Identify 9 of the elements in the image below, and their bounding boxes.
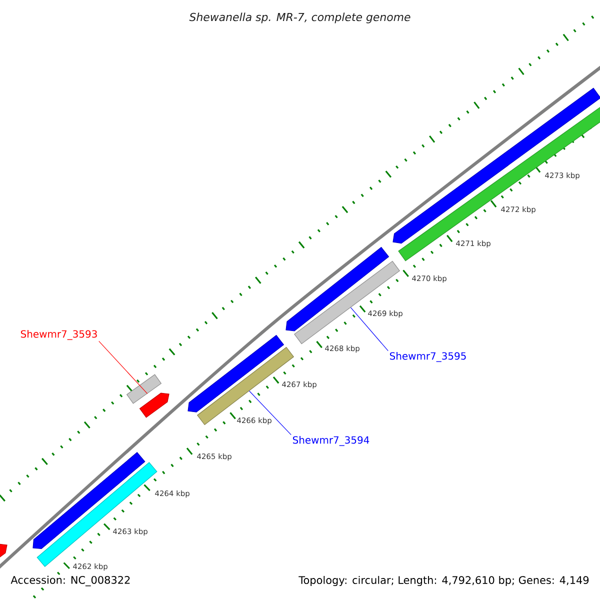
leader-line bbox=[249, 390, 292, 436]
genome-info-text: Topology: circular; Length: 4,792,610 bp; Genes: 4,149 bbox=[298, 576, 589, 586]
title: Shewanella sp. MR-7, complete genome bbox=[189, 12, 410, 24]
leader-line bbox=[98, 340, 148, 394]
accession-text: Accession: NC_008322 bbox=[10, 575, 132, 587]
gene-label: Shewmr7_3593 bbox=[20, 330, 97, 340]
gene-label: Shewmr7_3595 bbox=[390, 352, 466, 362]
gene-label: Shewmr7_3594 bbox=[292, 436, 370, 446]
leader-line bbox=[350, 307, 388, 352]
